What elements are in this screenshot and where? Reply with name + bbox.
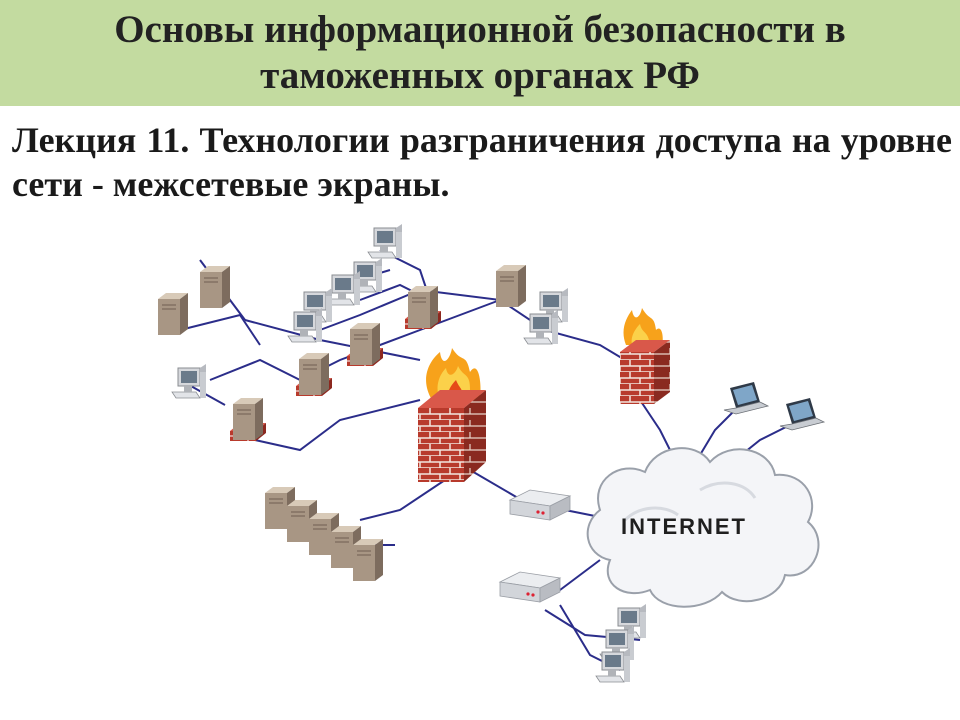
slide-subtitle: Лекция 11. Технологии разграничения дост… — [12, 120, 952, 204]
server-icon — [199, 265, 231, 309]
router-icon — [499, 571, 561, 603]
workstation-icon — [523, 309, 559, 345]
server-icon — [349, 322, 381, 366]
internet-cloud: INTERNET — [586, 447, 820, 608]
router-icon — [509, 489, 571, 521]
workstation-icon — [367, 223, 403, 259]
server-icon — [298, 352, 330, 396]
server-icon — [352, 538, 384, 582]
main-firewall-icon — [418, 348, 486, 482]
server-farm — [264, 486, 384, 582]
protected-servers — [229, 285, 442, 442]
server-icon — [495, 264, 527, 308]
slide-title: Основы информационной безопасности в там… — [114, 8, 846, 97]
laptop-icon — [723, 381, 769, 415]
title-band: Основы информационной безопасности в там… — [0, 0, 960, 106]
cloud-label: INTERNET — [621, 514, 747, 539]
laptop-icon — [779, 397, 825, 431]
secondary-firewall-icon — [620, 308, 670, 404]
server-icon — [407, 285, 439, 329]
server-icon — [157, 292, 189, 336]
server-icon — [232, 397, 264, 441]
workstation-icon — [171, 363, 207, 399]
workstation-icon — [287, 307, 323, 343]
workstation-icon — [595, 647, 631, 683]
